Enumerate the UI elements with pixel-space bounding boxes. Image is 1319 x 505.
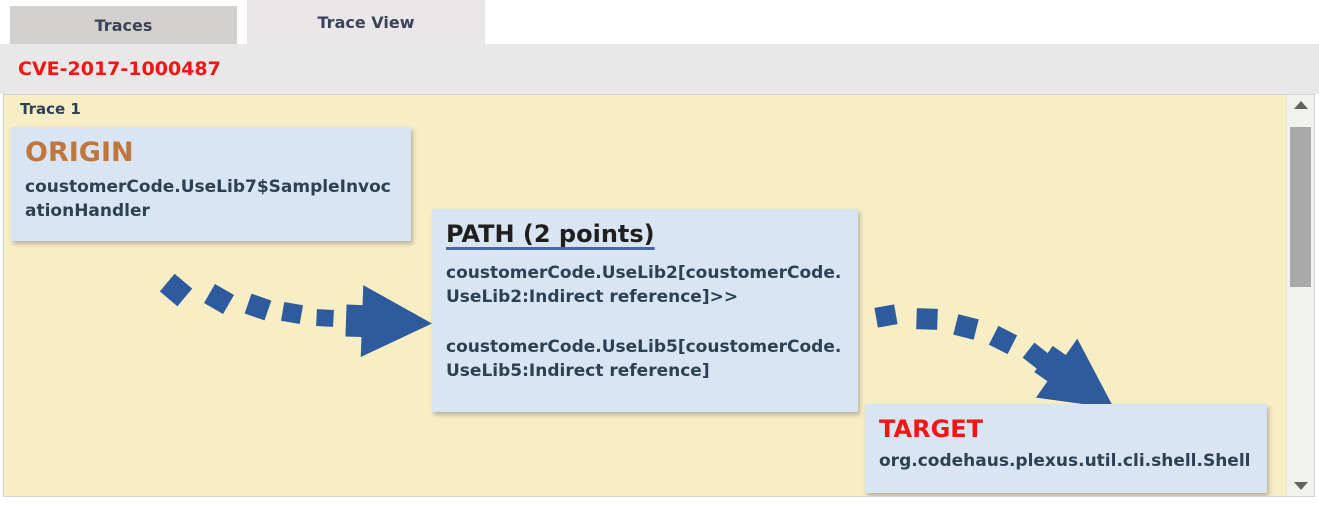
scroll-up-triangle bbox=[1293, 101, 1308, 109]
trace-label: Trace 1 bbox=[20, 100, 81, 118]
tab-bar: Traces Trace View bbox=[0, 0, 1319, 44]
path-node[interactable]: PATH (2 points) coustomerCode.UseLib2[co… bbox=[432, 209, 858, 412]
scrollbar-thumb[interactable] bbox=[1290, 127, 1311, 287]
target-class-name: org.codehaus.plexus.util.cli.shell.Shell bbox=[879, 451, 1251, 471]
origin-title: ORIGIN bbox=[25, 137, 134, 168]
vertical-scrollbar[interactable] bbox=[1286, 95, 1314, 496]
tab-trace-view[interactable]: Trace View bbox=[247, 0, 485, 44]
target-node[interactable]: TARGET org.codehaus.plexus.util.cli.shel… bbox=[865, 404, 1267, 493]
cve-header-row: CVE-2017-1000487 bbox=[0, 44, 1319, 94]
path-title: PATH (2 points) bbox=[446, 220, 655, 248]
origin-class-name: coustomerCode.UseLib7$SampleInvocationHa… bbox=[25, 177, 391, 221]
path-point: coustomerCode.UseLib5[coustomerCode.UseL… bbox=[446, 337, 842, 381]
trace-panel: Trace 1 bbox=[3, 94, 1315, 497]
cve-id: CVE-2017-1000487 bbox=[18, 58, 221, 80]
scroll-down-icon[interactable] bbox=[1287, 476, 1315, 496]
path-point: coustomerCode.UseLib2[coustomerCode.UseL… bbox=[446, 263, 842, 307]
tab-trace-view-label: Trace View bbox=[317, 12, 415, 32]
target-title: TARGET bbox=[879, 415, 984, 443]
scroll-up-icon[interactable] bbox=[1287, 95, 1315, 115]
origin-node[interactable]: ORIGIN coustomerCode.UseLib7$SampleInvoc… bbox=[11, 127, 411, 241]
tab-traces-label: Traces bbox=[94, 15, 153, 35]
scroll-down-triangle bbox=[1293, 482, 1308, 490]
tab-traces[interactable]: Traces bbox=[10, 6, 237, 44]
trace-canvas: Trace 1 bbox=[4, 95, 1286, 496]
